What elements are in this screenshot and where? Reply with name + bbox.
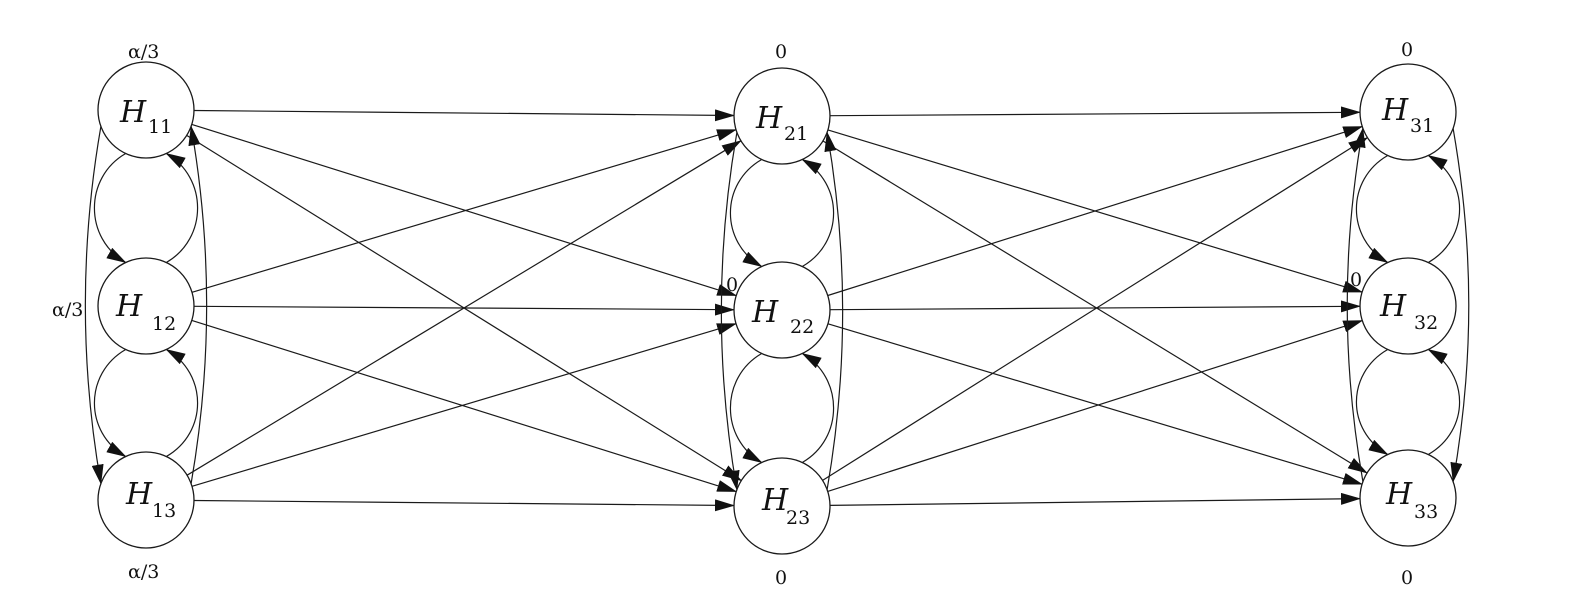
prob-label-h12: α/3: [52, 299, 83, 321]
prob-label-h11: α/3: [128, 41, 159, 63]
edge-h12-to-h11: [165, 152, 198, 264]
node-h32: H 32: [1359, 257, 1457, 355]
node-h22: H 22: [733, 261, 831, 359]
edge-h33-to-h31: [1346, 127, 1366, 482]
nodes-layer: H 11 α/3 H 12 α/3 H 13 α/3 H 21 0 H 22 0: [52, 39, 1457, 589]
svg-text:13: 13: [152, 500, 176, 522]
edge-h23-to-h33: [829, 492, 1361, 506]
edge-h12-to-h13: [94, 348, 127, 458]
edge-h21-to-h33: [822, 140, 1368, 474]
edge-h31-to-h33: [1450, 128, 1470, 483]
node-h31: H 31: [1359, 63, 1457, 161]
prob-label-h32: 0: [1350, 269, 1362, 291]
edge-h21-to-h31: [829, 106, 1361, 119]
svg-text:H: H: [115, 289, 143, 324]
edge-h11-to-h12: [94, 152, 127, 264]
edge-h22-to-h21: [801, 158, 834, 268]
edge-h23-to-h31: [822, 137, 1369, 481]
svg-text:11: 11: [148, 116, 172, 138]
prob-label-h31: 0: [1401, 39, 1413, 61]
edge-h21-to-h22: [730, 158, 763, 268]
prob-label-h23: 0: [775, 567, 787, 589]
edge-h23-to-h32: [827, 320, 1364, 492]
edge-h12-to-h21: [191, 129, 737, 293]
prob-label-h22: 0: [726, 274, 738, 296]
edge-h21-to-h23: [720, 132, 740, 491]
edge-h22-to-h31: [827, 125, 1364, 297]
edge-h33-to-h32: [1427, 348, 1460, 456]
edge-h23-to-h22: [801, 352, 834, 464]
edge-h11-to-h21: [193, 109, 735, 122]
node-h23: H 23: [733, 457, 831, 555]
edge-h13-to-h21: [186, 140, 742, 476]
node-h11: H 11: [97, 61, 195, 159]
svg-text:H: H: [1381, 93, 1409, 128]
edge-h13-to-h23: [193, 499, 735, 512]
prob-label-h13: α/3: [128, 561, 159, 583]
edge-h13-to-h22: [191, 323, 737, 487]
edge-h23-to-h21: [824, 131, 844, 490]
svg-text:H: H: [751, 295, 779, 330]
node-h21: H 21: [733, 67, 831, 165]
svg-text:23: 23: [786, 507, 810, 529]
edge-h11-to-h22: [191, 123, 738, 297]
svg-text:H: H: [1385, 477, 1413, 512]
svg-text:21: 21: [784, 123, 808, 145]
edge-h12-to-h23: [191, 319, 738, 493]
edge-h32-to-h31: [1427, 154, 1460, 264]
node-h12: H 12: [97, 257, 195, 355]
node-h13: H 13: [97, 451, 195, 549]
edge-h31-to-h32: [1356, 154, 1389, 264]
prob-label-h33: 0: [1401, 567, 1413, 589]
svg-text:31: 31: [1410, 115, 1434, 137]
svg-text:H: H: [119, 95, 147, 130]
svg-text:33: 33: [1414, 501, 1438, 523]
svg-text:H: H: [1379, 289, 1407, 324]
prob-label-h21: 0: [775, 41, 787, 63]
svg-text:H: H: [755, 101, 783, 136]
edge-h13-to-h11: [188, 125, 208, 484]
node-h33: H 33: [1359, 449, 1457, 547]
svg-text:22: 22: [790, 316, 814, 338]
svg-text:H: H: [125, 477, 153, 512]
edge-h11-to-h13: [84, 126, 104, 485]
edge-h22-to-h23: [730, 352, 763, 464]
edges-layer: [84, 106, 1470, 512]
edge-h22-to-h32: [829, 300, 1361, 313]
svg-text:32: 32: [1414, 312, 1438, 334]
svg-text:12: 12: [152, 313, 176, 335]
edge-h13-to-h12: [165, 348, 198, 458]
edge-h32-to-h33: [1356, 348, 1389, 456]
edge-h22-to-h33: [827, 323, 1363, 485]
svg-text:H: H: [761, 483, 789, 518]
